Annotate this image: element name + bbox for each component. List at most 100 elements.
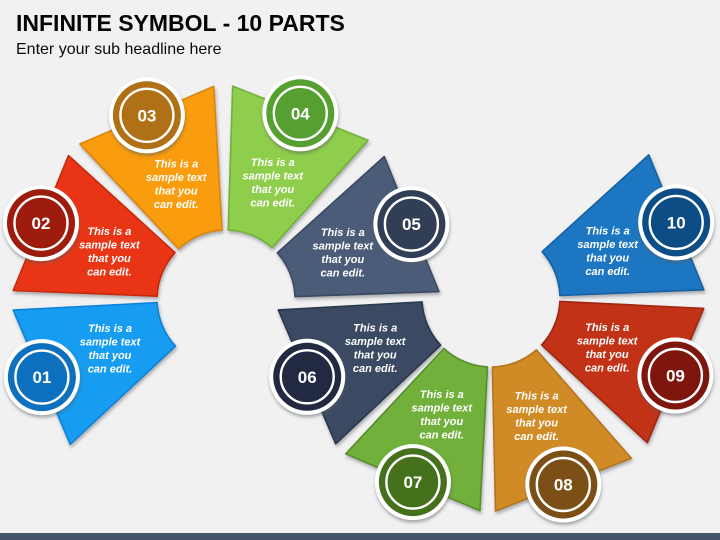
- segment-shape-03[interactable]: [79, 85, 223, 250]
- badge-inner-ring: [279, 349, 335, 405]
- segment-text-line: This is a: [585, 322, 629, 334]
- segment-text-line: This is a: [321, 227, 365, 239]
- segment-badge-04[interactable]: 04: [262, 75, 339, 152]
- segment-text-line: can edit.: [320, 267, 365, 279]
- segment-text-line: This is a: [515, 391, 559, 403]
- segment-text-line: sample text: [243, 171, 305, 183]
- badge-inner-ring: [647, 347, 704, 404]
- segment-text-line: that you: [155, 185, 198, 197]
- badge-disc: [7, 189, 75, 258]
- badge-inner-ring: [383, 196, 440, 252]
- segment-shape-06[interactable]: [277, 301, 442, 445]
- badge-disc: [7, 343, 76, 412]
- badge-inner-ring: [14, 349, 70, 405]
- badge-disc: [378, 448, 447, 517]
- segment-text-line: can edit.: [585, 362, 630, 374]
- badge-number: 06: [298, 368, 317, 387]
- badge-disc: [266, 79, 335, 148]
- segment-badge-05[interactable]: 05: [373, 186, 450, 263]
- segment-text-line: sample text: [80, 337, 142, 349]
- badge-number: 09: [666, 367, 685, 386]
- badge-inner-ring: [13, 195, 69, 251]
- segment-text-line: that you: [354, 350, 397, 362]
- segment-text-line: This is a: [251, 157, 295, 169]
- segment-text-line: This is a: [420, 389, 464, 401]
- footer-accent-bar: [0, 533, 720, 540]
- segment-text-line: that you: [515, 418, 558, 430]
- segment-text-line: can edit.: [87, 267, 132, 279]
- badge-inner-ring: [119, 87, 175, 144]
- badge-inner-ring: [385, 454, 441, 510]
- segment-text-line: sample text: [577, 335, 639, 347]
- segment-badge-06[interactable]: 06: [269, 338, 346, 415]
- segment-text-line: sample text: [313, 240, 375, 252]
- segment-badge-02[interactable]: 02: [3, 185, 79, 262]
- segment-text-line: that you: [420, 416, 463, 428]
- segment-badge-10[interactable]: 10: [638, 184, 715, 261]
- segment-badge-09[interactable]: 09: [637, 337, 714, 414]
- segment-text-line: can edit.: [585, 266, 630, 278]
- badge-inner-ring: [272, 85, 328, 142]
- segment-text-line: can edit.: [250, 198, 295, 210]
- segment-text-line: that you: [89, 350, 132, 362]
- segment-text-line: that you: [321, 254, 364, 266]
- segment-text-line: This is a: [154, 158, 198, 170]
- segment-shape-10[interactable]: [541, 154, 705, 297]
- segment-text-line: can edit.: [154, 199, 199, 211]
- badge-disc: [641, 341, 710, 410]
- segment-badge-08[interactable]: 08: [525, 446, 602, 523]
- segment-shape-01[interactable]: [12, 301, 177, 446]
- slide-title[interactable]: INFINITE SYMBOL - 10 PARTS: [16, 10, 345, 36]
- segment-shape-05[interactable]: [276, 155, 440, 298]
- badge-number: 03: [137, 106, 156, 125]
- segment-text-line: sample text: [577, 239, 639, 251]
- badge-disc: [529, 450, 598, 519]
- badge-number: 01: [32, 368, 51, 387]
- segment-shape-02[interactable]: [12, 154, 176, 297]
- slide-subtitle[interactable]: Enter your sub headline here: [16, 40, 222, 58]
- segment-text-line: This is a: [353, 323, 397, 335]
- segment-text-line: can edit.: [353, 363, 398, 375]
- segment-shape-09[interactable]: [540, 300, 705, 444]
- segment-badge-03[interactable]: 03: [108, 77, 185, 154]
- badge-disc: [642, 188, 711, 257]
- segment-badge-07[interactable]: 07: [374, 444, 451, 521]
- segment-shape-07[interactable]: [344, 347, 489, 512]
- segment-text-line: that you: [251, 184, 294, 196]
- badge-number: 05: [402, 215, 421, 234]
- segment-text-line: sample text: [79, 240, 141, 252]
- segment-text-line: sample text: [506, 404, 568, 416]
- badge-number: 07: [403, 473, 422, 492]
- segment-text-line: that you: [586, 349, 629, 361]
- segment-text-line: This is a: [87, 226, 131, 238]
- segment-text-line: sample text: [146, 172, 208, 184]
- segment-text-line: can edit.: [514, 431, 559, 443]
- segment-text-line: can edit.: [419, 430, 464, 442]
- badge-number: 08: [554, 476, 573, 495]
- badge-number: 10: [667, 213, 686, 232]
- segment-text-line: sample text: [412, 403, 474, 415]
- segment-text-line: can edit.: [88, 364, 133, 376]
- badge-disc: [273, 342, 342, 411]
- segment-badge-01[interactable]: 01: [3, 339, 80, 416]
- badge-number: 04: [291, 104, 310, 123]
- segment-text-line: that you: [586, 252, 629, 264]
- slide-header: INFINITE SYMBOL - 10 PARTS Enter your su…: [16, 10, 345, 59]
- segment-text-line: This is a: [586, 225, 630, 237]
- segment-text-line: sample text: [345, 336, 407, 348]
- badge-number: 02: [32, 214, 51, 233]
- badge-inner-ring: [648, 194, 704, 251]
- badge-disc: [112, 81, 181, 150]
